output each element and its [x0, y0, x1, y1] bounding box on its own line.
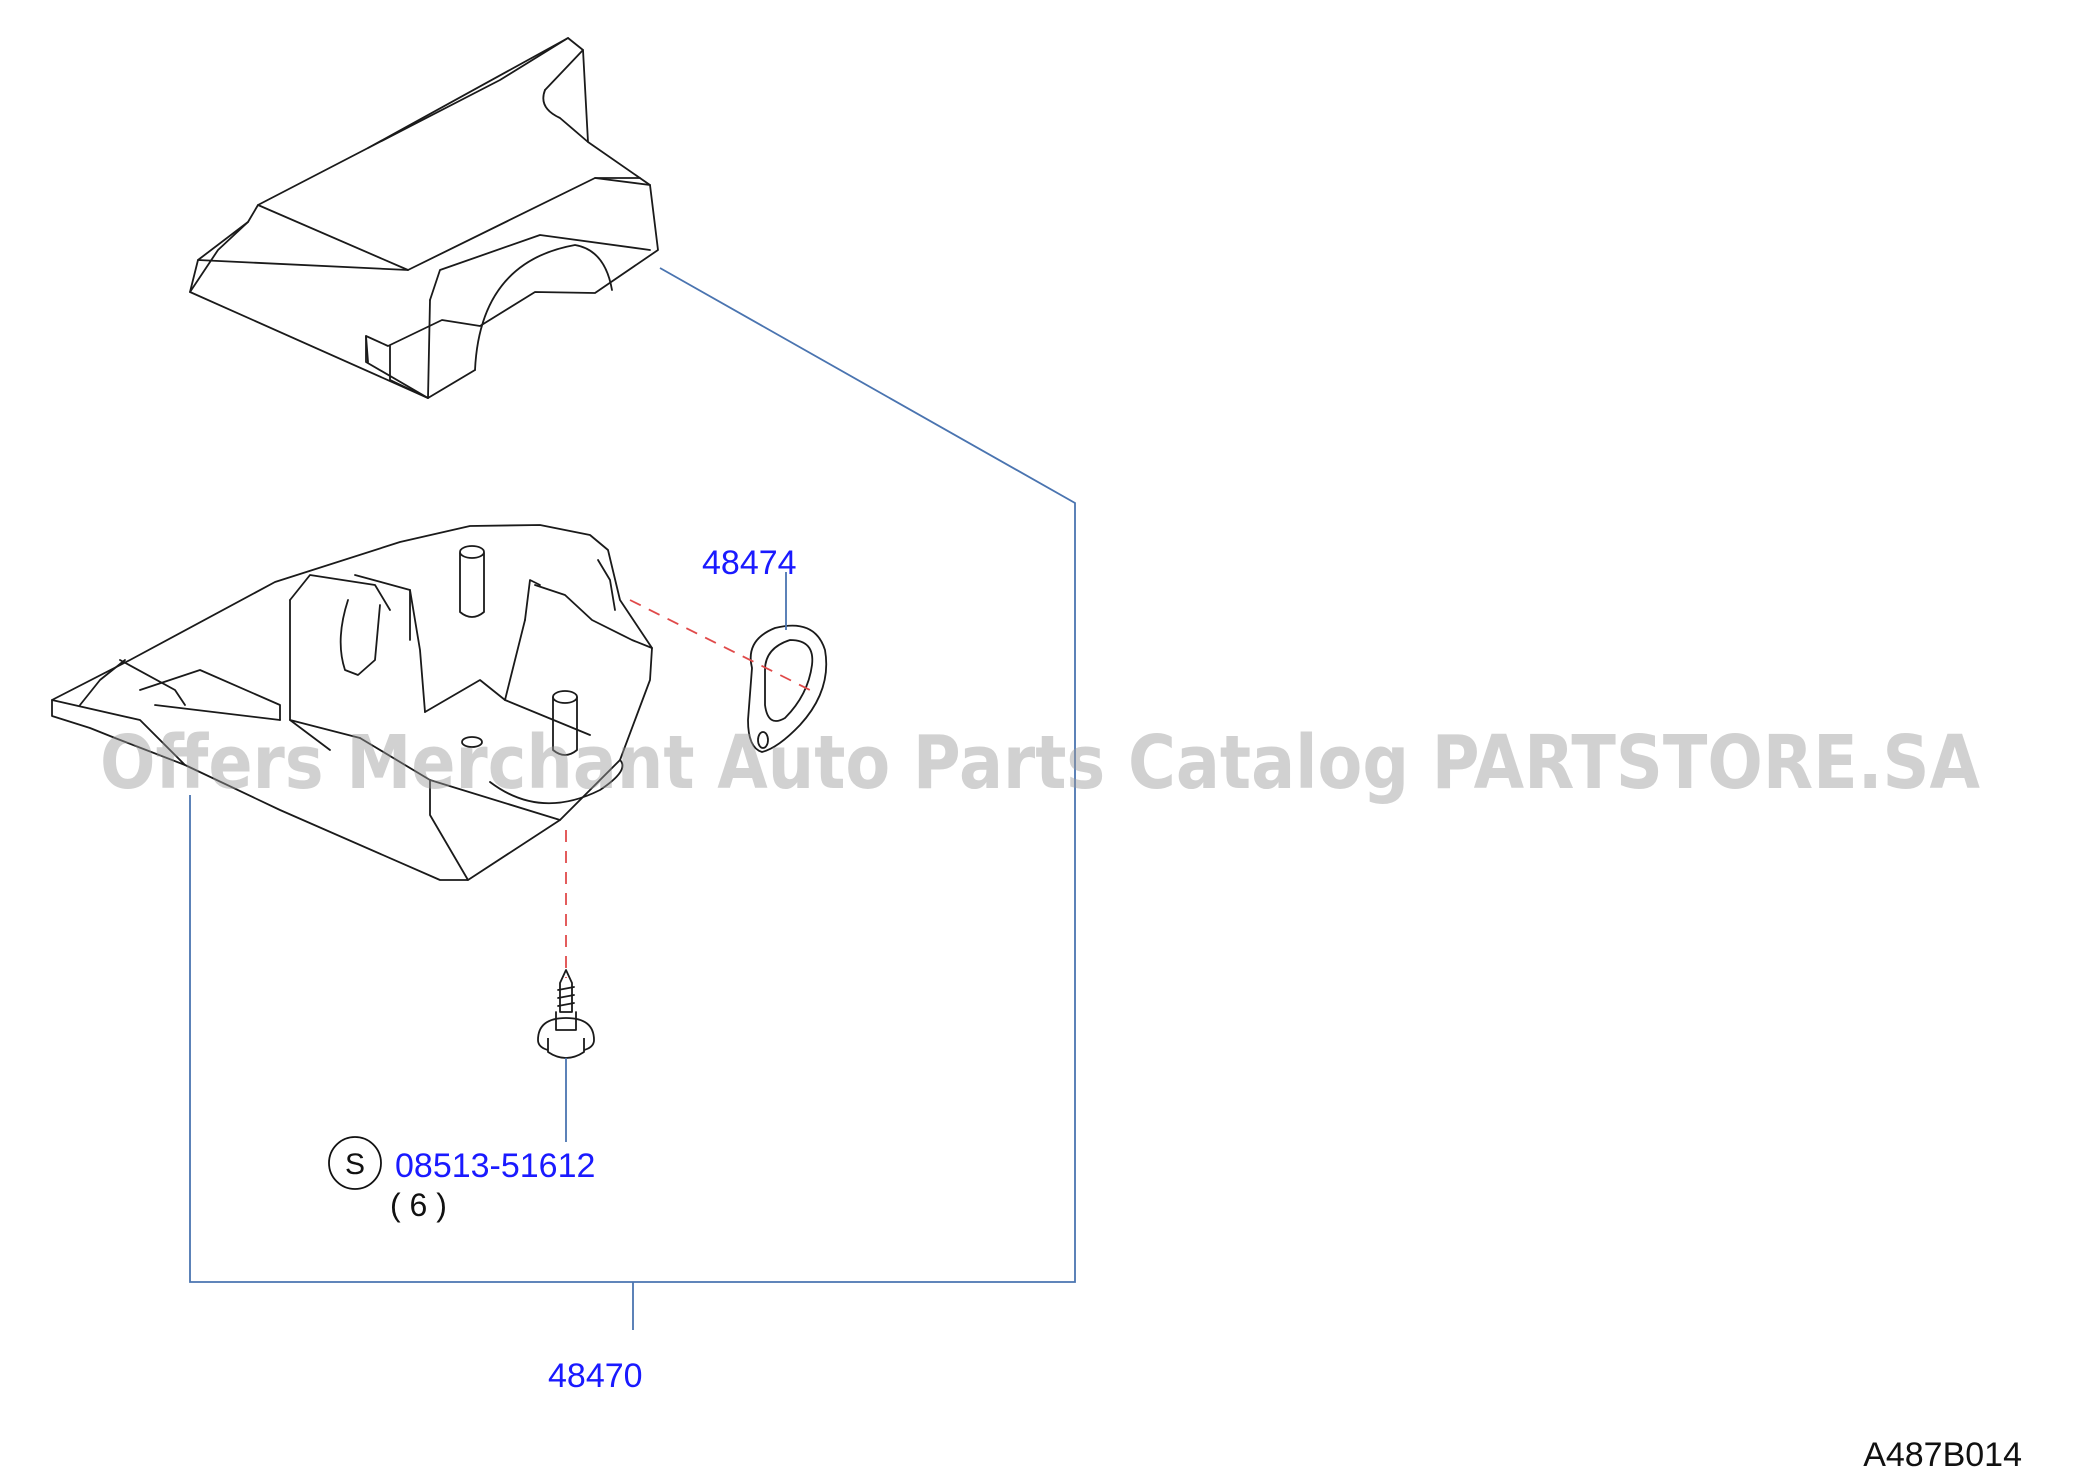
assembly-bracket-line [189, 267, 1076, 1283]
assembly-part-number[interactable]: 48470 [548, 1357, 643, 1395]
screw-symbol-letter: S [345, 1148, 365, 1181]
diagram-reference: A487B014 [1863, 1436, 2022, 1474]
lower-column-cover[interactable] [51, 524, 653, 881]
tapping-screw[interactable] [537, 969, 595, 1059]
watermark-text: Offers Merchant Auto Parts Catalog PARTS… [100, 720, 1980, 806]
screw-symbol: S [328, 1136, 382, 1190]
seal-part-number[interactable]: 48474 [702, 544, 797, 582]
screw-part-number[interactable]: 08513-51612 [395, 1147, 595, 1185]
seal-ring[interactable] [747, 624, 828, 753]
screw-quantity: ( 6 ) [390, 1187, 447, 1223]
upper-column-cover[interactable] [189, 37, 659, 399]
